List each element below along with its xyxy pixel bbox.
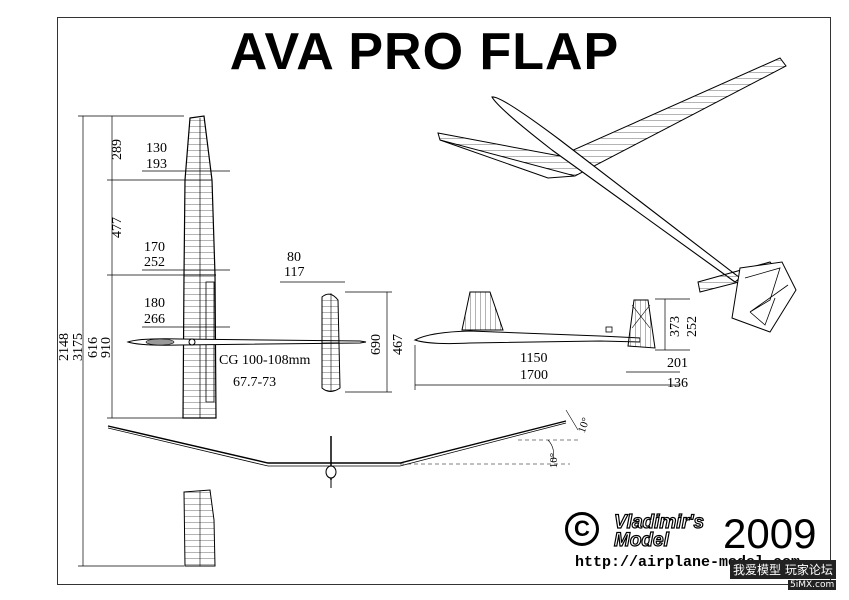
fuselage-length-label-b: 1700: [520, 368, 548, 383]
dihedral-mid-label: 10°: [548, 452, 561, 469]
stab-chord-label-b: 117: [284, 265, 305, 280]
mid-length-label: 477: [110, 217, 125, 238]
fin-width-label-a: 201: [667, 356, 688, 371]
brand-line-1: Vladimir's: [613, 512, 705, 533]
tip-chord-label-b: 193: [146, 157, 167, 172]
dimension-lines: [78, 115, 690, 567]
wing-span-label-b: 3175: [71, 333, 86, 361]
mid-chord-label-a: 170: [144, 240, 165, 255]
cg-label: CG 100-108mm: [219, 353, 311, 368]
watermark-site: 5iMX.com: [788, 580, 837, 590]
watermark-text: 我爱模型 玩家论坛: [730, 560, 836, 579]
root-chord-label-b: 266: [144, 312, 165, 327]
stab-span-label-b: 467: [391, 334, 406, 355]
wing-tip-detail: [183, 489, 216, 567]
front-view: [107, 409, 580, 488]
drawing-frame: [57, 17, 831, 585]
mid-chord-label-b: 252: [144, 255, 165, 270]
brand-line-2: Model: [613, 530, 669, 551]
cg-label-b: 67.7-73: [233, 375, 277, 390]
tip-length-label: 289: [110, 139, 125, 160]
fin-height-label-a: 373: [668, 316, 683, 337]
root-chord-label-a: 180: [144, 296, 165, 311]
stabilizer-top-view: [321, 293, 341, 392]
drawing-title: AVA PRO FLAP: [229, 23, 620, 81]
stab-chord-label-a: 80: [287, 250, 301, 265]
fin-width-label-b: 136: [667, 376, 688, 391]
stab-span-label-a: 690: [369, 334, 384, 355]
fin-height-label-b: 252: [685, 316, 700, 337]
year-label: 2009: [723, 510, 817, 557]
side-view: [413, 291, 656, 349]
brand-logo: Vladimir's Model: [613, 512, 705, 551]
copyright-icon: C: [565, 512, 599, 546]
center-length-label-b: 910: [99, 337, 114, 358]
tip-chord-label-a: 130: [146, 141, 167, 156]
fuselage-top-view: [126, 338, 367, 346]
wing-span-label-a: 2148: [57, 333, 72, 361]
fuselage-length-label-a: 1150: [520, 351, 548, 366]
perspective-view: [437, 57, 797, 333]
wing-planform: [182, 115, 217, 419]
